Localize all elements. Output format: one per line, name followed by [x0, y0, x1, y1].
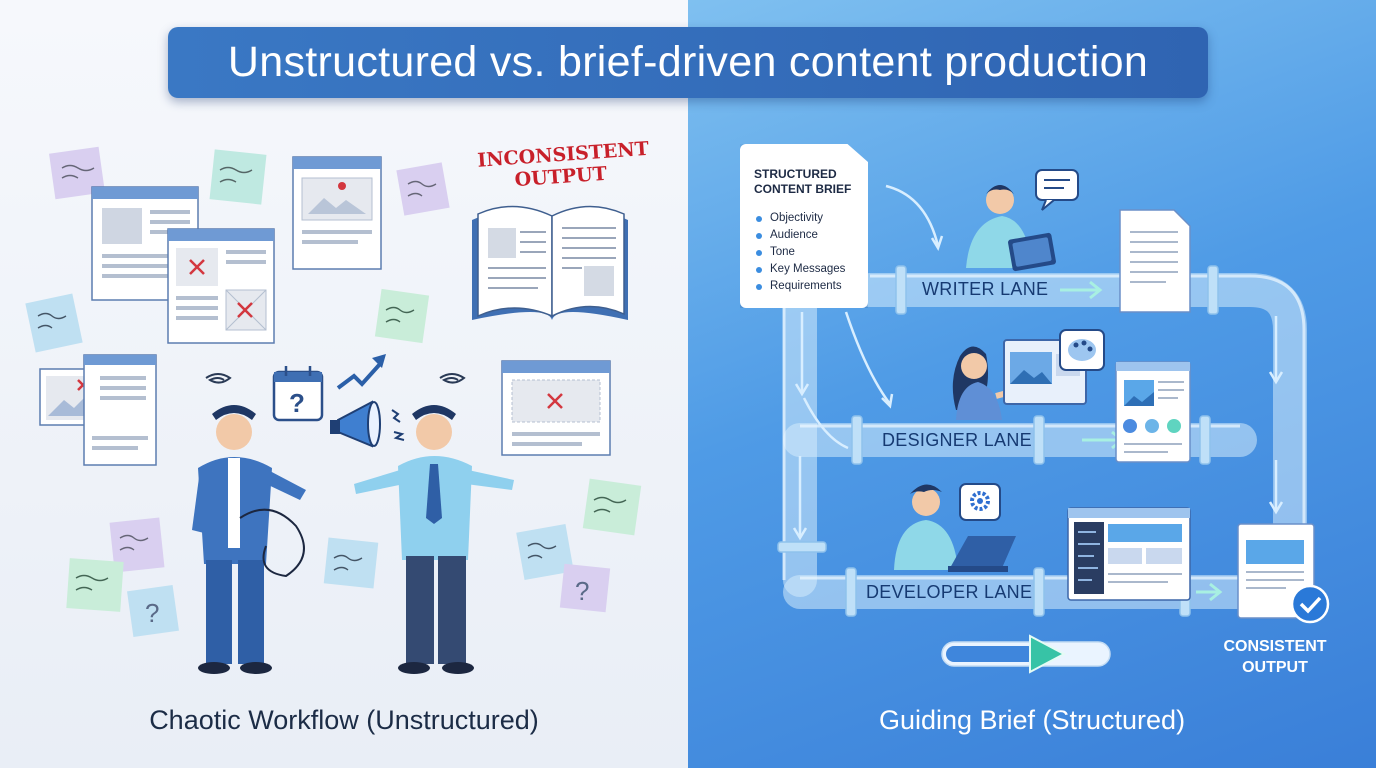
brief-item: Tone	[756, 244, 845, 261]
confusion-swirl-icon	[205, 373, 232, 384]
sticky-note	[209, 149, 267, 205]
svg-text:?: ?	[145, 598, 159, 628]
sticky-note: ?	[559, 563, 611, 613]
svg-text:?: ?	[575, 576, 589, 606]
calendar-question-icon: ?	[272, 366, 324, 422]
developer-lane-label: DEVELOPER LANE	[866, 582, 1033, 602]
sticky-note	[109, 517, 165, 573]
browser-window	[292, 156, 382, 270]
shrugging-man-figure	[354, 405, 514, 674]
sticky-note	[374, 288, 430, 344]
output-line2: OUTPUT	[1242, 659, 1308, 676]
structured-content-brief: STRUCTURED CONTENT BRIEF Objectivity Aud…	[740, 144, 868, 308]
output-line1: CONSISTENT	[1223, 638, 1327, 655]
sticky-note	[396, 162, 450, 216]
brief-items: Objectivity Audience Tone Key Messages R…	[756, 210, 845, 295]
writer-lane-label: WRITER LANE	[922, 279, 1049, 299]
zigzag-arrow-icon	[336, 362, 382, 390]
brief-item: Objectivity	[756, 210, 845, 227]
brief-title: STRUCTURED CONTENT BRIEF	[754, 167, 864, 197]
arrowhead	[372, 354, 386, 368]
consistent-output-label: CONSISTENT OUTPUT	[1200, 636, 1350, 678]
left-caption: Chaotic Workflow (Unstructured)	[149, 705, 539, 735]
page-title: Unstructured vs. brief-driven content pr…	[227, 38, 1149, 86]
sticky-note	[582, 478, 642, 536]
brief-item: Key Messages	[756, 261, 845, 278]
confused-man-figure	[192, 405, 306, 674]
browser-window	[501, 360, 611, 456]
designer-lane-label: DESIGNER LANE	[882, 430, 1032, 450]
brief-item: Audience	[756, 227, 845, 244]
sticky-note	[49, 146, 105, 200]
right-caption: Guiding Brief (Structured)	[878, 705, 1186, 735]
chaotic-illustration: ? ?	[25, 146, 642, 674]
sticky-note: ?	[127, 585, 179, 637]
megaphone-icon	[330, 400, 405, 448]
open-book-icon	[472, 205, 628, 320]
brief-item: Requirements	[756, 278, 845, 295]
brief-title-line1: STRUCTURED	[754, 167, 837, 181]
sticky-note	[25, 293, 83, 353]
browser-window	[39, 354, 157, 466]
sticky-note	[323, 537, 379, 589]
brief-title-line2: CONTENT BRIEF	[754, 182, 852, 196]
browser-window	[167, 228, 275, 344]
title-banner: Unstructured vs. brief-driven content pr…	[168, 27, 1208, 98]
confusion-swirl-icon	[439, 373, 466, 384]
svg-text:?: ?	[289, 388, 305, 418]
sticky-note	[516, 524, 574, 580]
sticky-note	[66, 558, 124, 612]
